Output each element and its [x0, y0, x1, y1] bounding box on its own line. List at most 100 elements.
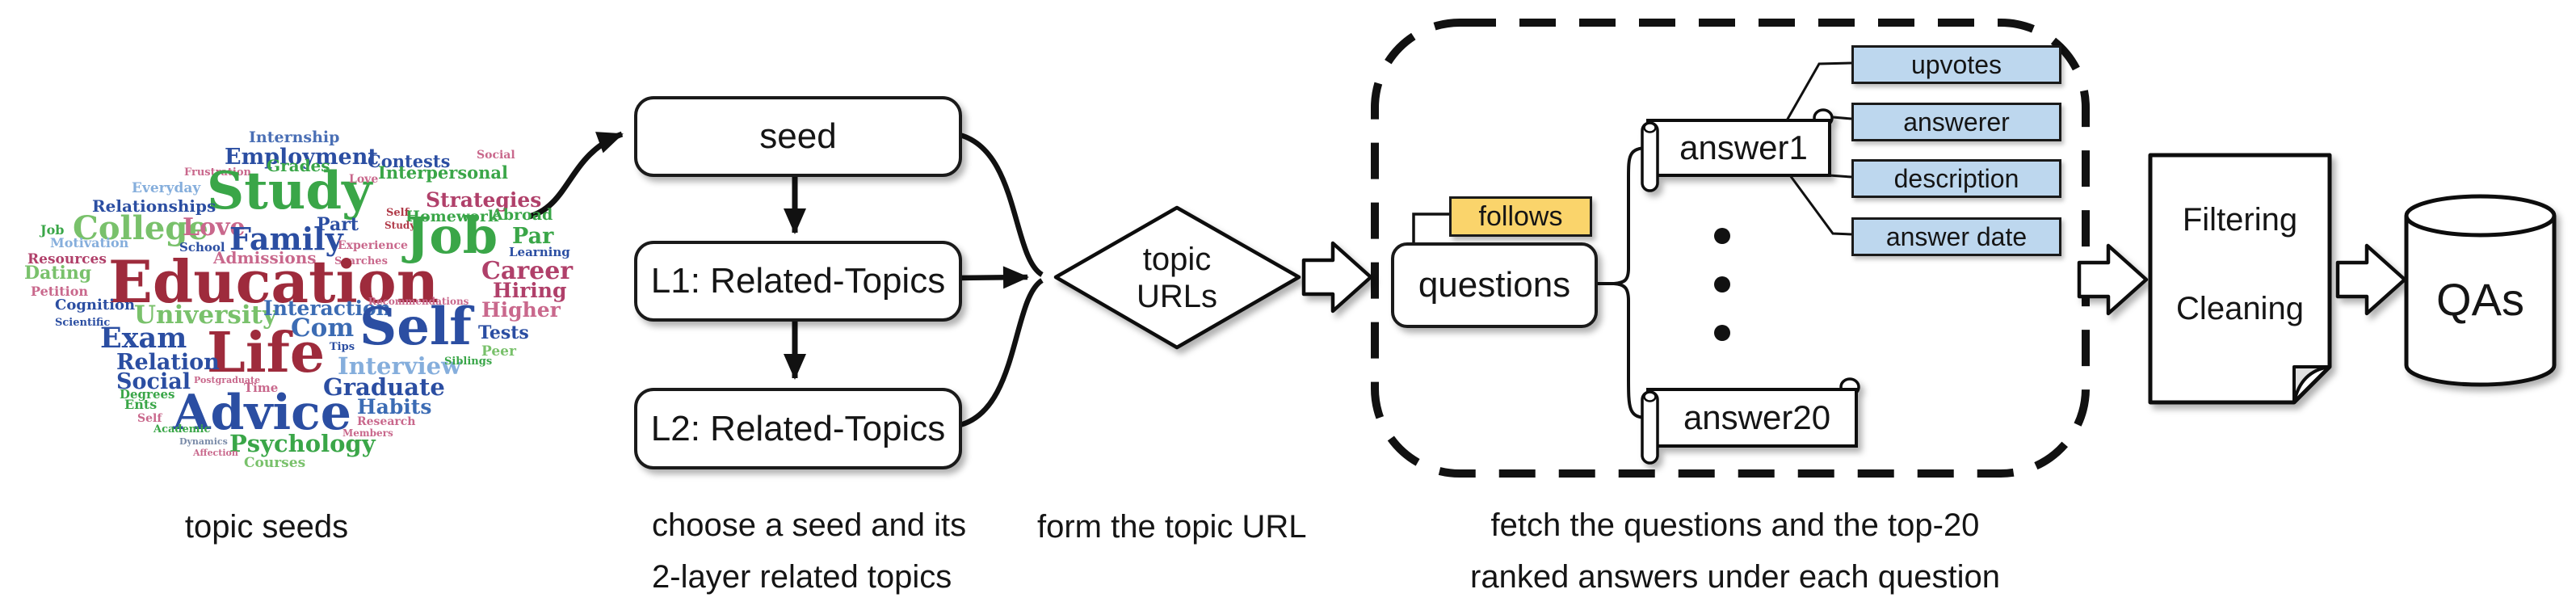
wordcloud-word: Peer [481, 343, 516, 360]
answer1-label: answer1 [1679, 128, 1808, 166]
caption-fetch-line2: ranked answers under each question [1470, 559, 2000, 595]
caption-choose-line1: choose a seed and its [652, 507, 967, 543]
caption-topic-seeds: topic seeds [184, 509, 349, 545]
wordcloud-word: Exam [100, 322, 187, 355]
wordcloud-word: Experience [338, 239, 408, 252]
ellipsis-dot [1714, 228, 1730, 244]
wordcloud-word: Homework [406, 208, 499, 225]
wordcloud-word: Everyday [132, 180, 201, 196]
wordcloud-word: Affection [193, 448, 238, 458]
wordcloud-word: Interview [338, 352, 462, 380]
wordcloud-word: Motivation [50, 235, 129, 250]
wordcloud-word: Employment [225, 145, 378, 170]
topic-urls-line1: topic [1142, 242, 1212, 277]
wordcloud-word: Siblings [444, 356, 493, 368]
wordcloud-word: Learning [509, 245, 570, 259]
wordcloud-word: Interaction [263, 297, 391, 320]
caption-choose-seed: choose a seed and its 2-layer related to… [652, 499, 966, 603]
wordcloud-word: Cognition [55, 297, 136, 314]
wordcloud-word: Degrees [120, 387, 175, 402]
wordcloud-word: Self [137, 412, 162, 425]
wordcloud-word: Life [207, 321, 326, 385]
wordcloud-word: Tips [330, 341, 355, 353]
wordcloud-word: University [134, 301, 277, 330]
wordcloud-word: Education [108, 247, 439, 316]
wordcloud-word: Frustration [184, 166, 251, 179]
wordcloud-word: Com [291, 314, 355, 343]
wordcloud-word: Admissions [213, 248, 317, 267]
wordcloud-word: Study [207, 161, 372, 221]
answer1-upvotes-connector [1785, 61, 1852, 121]
wordcloud-word: Research [357, 415, 416, 428]
wordcloud-word: Dynamics [179, 436, 228, 447]
wordcloud-word: Courses [244, 455, 306, 471]
wordcloud-word: Habits [357, 395, 432, 419]
attr-box-upvotes: upvotes [1851, 45, 2061, 84]
caption-form-url: form the topic URL [1037, 509, 1307, 545]
attr-description-label: description [1893, 163, 2019, 193]
wordcloud-word: Searches [334, 255, 388, 267]
answer1-description-connector [1828, 174, 1852, 179]
l2-box-label: L2: Related-Topics [650, 408, 946, 448]
wordcloud-word: Relation [116, 350, 220, 375]
wordcloud-word: Job [406, 206, 498, 265]
questions-answers-brace [1590, 146, 1649, 419]
caption-choose-line2: 2-layer related topics [652, 559, 952, 595]
database-cylinder-icon [2404, 194, 2557, 387]
process-arrow-icon-2 [2077, 243, 2149, 316]
follows-tag: follows [1449, 196, 1592, 237]
questions-follows-connector [1412, 213, 1449, 242]
ellipsis-dot [1714, 325, 1730, 341]
topic-urls-diamond [1053, 205, 1301, 350]
follows-label: follows [1478, 200, 1563, 232]
wordcloud-word: Interpersonal [378, 162, 509, 183]
wordcloud-word: Scientific [55, 317, 111, 329]
answer20-label: answer20 [1683, 398, 1831, 436]
wordcloud-word: College [73, 209, 208, 247]
attr-box-description: description [1851, 159, 2061, 198]
l1-to-diamond-arrow [956, 266, 1029, 289]
wordcloud-word: Love [349, 173, 379, 186]
seed-to-diamond-curve [956, 131, 1044, 277]
wordcloud-word: Graduate [323, 373, 445, 401]
wordcloud-word: Hiring [493, 279, 567, 302]
questions-box: questions [1391, 242, 1598, 328]
wordcloud-word: Contests [368, 151, 451, 171]
wordcloud-word: Part [317, 214, 359, 235]
wordcloud-word: Advice [173, 385, 351, 441]
wordcloud-word: Academic [153, 423, 211, 436]
wordcloud-word: Higher [481, 298, 561, 322]
wordcloud-word: Strategies [426, 188, 542, 212]
questions-label: questions [1418, 265, 1571, 305]
document-shape [2148, 153, 2332, 405]
process-arrow-icon-3 [2335, 243, 2407, 316]
answer1-answerdate-connector [1788, 175, 1852, 236]
wordcloud-word: Social [116, 369, 191, 394]
folded-corner-icon [2292, 365, 2331, 404]
wordcloud-word: Psychology [229, 430, 376, 457]
cleaning-label: Cleaning [2176, 290, 2304, 326]
wordcloud-word: Grades [267, 156, 330, 175]
answer1-answerer-connector [1832, 116, 1852, 120]
l2-to-diamond-curve [956, 278, 1044, 429]
attr-answerer-label: answerer [1903, 107, 2010, 137]
l2-related-topics-box: L2: Related-Topics [634, 388, 962, 469]
seed-box: seed [634, 96, 962, 177]
wordcloud-word: Petition [31, 284, 89, 299]
wordcloud-word: Relationships [92, 196, 216, 216]
wordcloud-word: Postgraduate [194, 375, 261, 385]
topic-urls-label: topic URLs [1112, 242, 1242, 314]
attr-upvotes-label: upvotes [1910, 49, 2002, 79]
wordcloud-word: Love [183, 213, 246, 242]
attr-box-answer-date: answer date [1851, 217, 2061, 256]
wordcloud-word: Tests [478, 322, 529, 343]
wordcloud-word: Time [244, 381, 279, 395]
wordcloud-word: Ents [124, 397, 158, 412]
wordcloud-word: Family [229, 221, 343, 257]
wordcloud-word: Resources [27, 251, 107, 267]
fetch-scope-dashed-border [1371, 19, 2090, 478]
process-arrow-icon-1 [1301, 241, 1373, 314]
